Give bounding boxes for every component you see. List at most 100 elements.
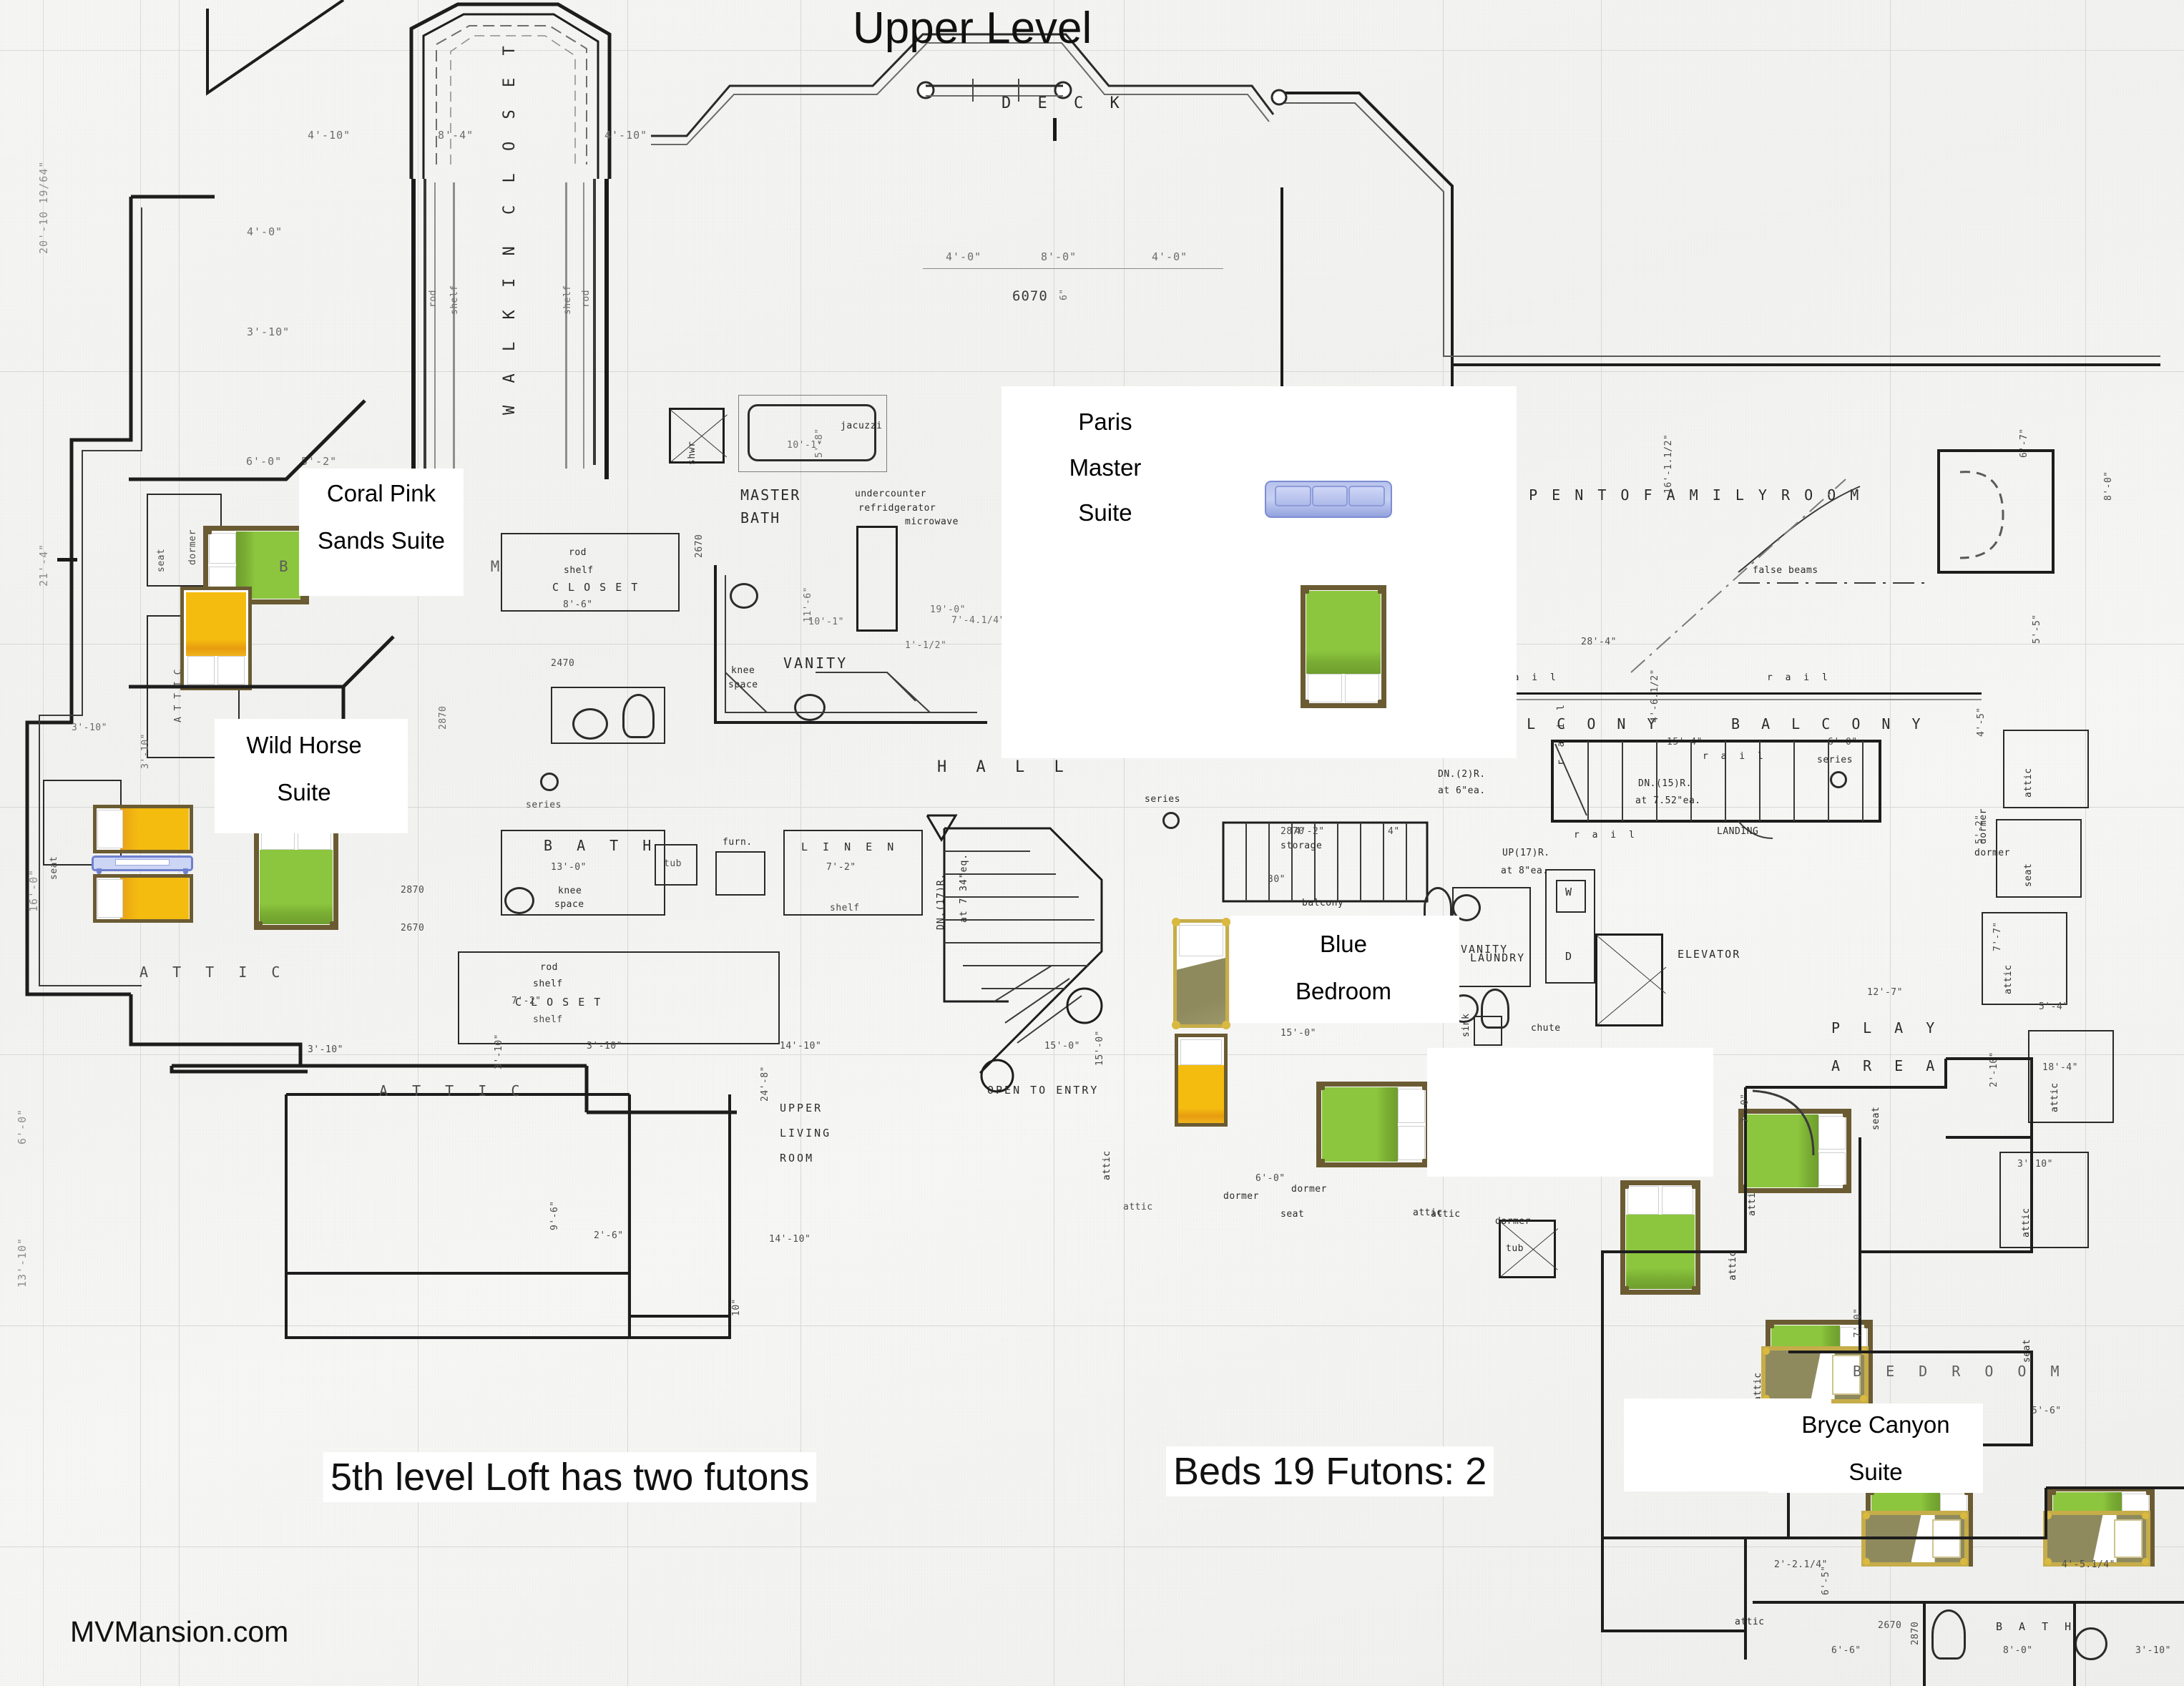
furnace-unit [715, 851, 765, 896]
dimension-text: 19'-0" [930, 604, 966, 615]
closet-rod-line [434, 182, 436, 469]
attic-box [1982, 912, 2067, 1005]
balcony-stair-down [1551, 740, 1881, 839]
dimension-text: 2'-2.1/4" [1774, 1559, 1828, 1570]
bed-twin-gold [1175, 1034, 1228, 1127]
dimension-text: 4'-0" [1152, 250, 1188, 263]
label-series: series [526, 800, 562, 810]
door-tag: 7'-0" [1740, 1093, 1750, 1123]
label-series: series [1817, 755, 1853, 765]
sheet-guide-line [800, 0, 801, 1686]
callout-line2: Suite [1848, 1458, 1903, 1485]
dimension-text: 16'-1.1/2" [1663, 433, 1674, 494]
toilet-fixture [1931, 1609, 1966, 1660]
callout-line1: Blue [1319, 931, 1368, 957]
dimension-text: 4'-10" [308, 129, 351, 142]
dimension-text: 30" [1268, 874, 1286, 885]
callout-paris-master-suite: Paris Master Suite [1016, 401, 1195, 534]
annotation-mask [1427, 1048, 1713, 1177]
dimension-line [923, 268, 1223, 269]
label-furn: furn. [723, 837, 753, 848]
dimension-text: 7'-7" [1992, 921, 2003, 951]
sink-fixture [572, 708, 608, 740]
callout-line2: Master [1069, 454, 1142, 481]
note-bed-counts: Beds 19 Futons: 2 [1166, 1446, 1494, 1496]
dimension-text: 4'-6.1/2" [1650, 669, 1660, 722]
label-space: space [554, 899, 584, 910]
callout-line1: Coral Pink [326, 480, 436, 506]
label-dormer: dormer [1974, 848, 2010, 858]
dimension-text: 4'-2" [1295, 826, 1325, 837]
jacuzzi-surround [738, 395, 887, 472]
watermark-site: MVMansion.com [70, 1615, 289, 1648]
label-rail: r a i l [1767, 672, 1831, 683]
dimension-text: 7'-2" [511, 996, 542, 1006]
closet-shelf-line [453, 182, 455, 469]
label-shwr: shwr [687, 441, 697, 465]
elevator-shaft [1595, 933, 1663, 1026]
label-shelf: shelf [830, 903, 860, 913]
dimension-text: 14'-10" [780, 1041, 822, 1052]
callout-line1: Paris [1078, 408, 1132, 435]
dimension-text: 3'-10" [2017, 1159, 2053, 1170]
sheet-guide-line [0, 50, 2184, 51]
door-tag-6070: 6070 [1012, 288, 1048, 304]
walk-in-closet-outline [409, 2, 612, 179]
dimension-text: 8'-4" [438, 129, 474, 142]
callout-wild-horse-suite: Wild Horse Suite [215, 724, 393, 814]
dimension-text: 18'-4" [2042, 1062, 2078, 1073]
door-tag: 7'-0" [1853, 1308, 1864, 1338]
stair-note-risers: at 8"ea. [1501, 866, 1549, 876]
dimension-text: 6'-0" [1255, 1173, 1286, 1184]
dimension-text: 28'-4" [1581, 637, 1617, 647]
label-seat: seat [49, 856, 59, 880]
label-rod: rod [569, 547, 587, 558]
stair-note-dn-2: DN.(2)R. [1438, 769, 1486, 780]
label-upper-living: LIVING [780, 1127, 832, 1139]
label-tub: tub [664, 858, 682, 869]
wall-segment [604, 179, 609, 479]
dimension-text: 5'-5" [2032, 614, 2042, 644]
label-false-beams: false beams [1753, 565, 1818, 576]
dimension-text: 5'-4" [2039, 1001, 2069, 1012]
attic-box [2003, 730, 2089, 808]
stair-note-risers: at 7.52"ea. [1635, 795, 1701, 806]
dimension-text: 4'-5.1/4" [2062, 1559, 2115, 1570]
dimension-text: 2'-6" [594, 1230, 624, 1241]
label-rod: rod [540, 962, 558, 973]
dimension-text: 14'-10" [769, 1234, 811, 1245]
balcony-rail [1431, 699, 1982, 700]
dormer-tub [1499, 1220, 1556, 1278]
wall-segment [411, 179, 416, 479]
closet-shelf-box [501, 533, 680, 612]
dimension-text: 3'-10" [308, 1044, 343, 1055]
sofa-blue [1265, 481, 1392, 518]
label-bedroom-right: B E D R O O M [1853, 1363, 2067, 1380]
label-linen: L I N E N [801, 840, 898, 853]
label-vanity-right: VANITY [1461, 943, 1509, 956]
label-vanity: VANITY [783, 655, 848, 672]
label-attic: attic [1728, 1250, 1738, 1280]
dimension-text: 4'-5" [1976, 707, 1987, 737]
callout-line1: Wild Horse [246, 732, 362, 758]
label-deck: D E C K [1002, 94, 1128, 112]
sink-fixture [504, 887, 534, 914]
label-dormer-tub: tub [1506, 1243, 1524, 1254]
dimension-text: 10'-1" [787, 440, 823, 451]
label-open-to-family-room: O P E N T O F A M I L Y R O O M [1506, 486, 1862, 504]
label-series: series [1145, 794, 1180, 805]
label-shelf: shelf [533, 1014, 563, 1025]
dimension-text: 1'-1/2" [905, 640, 947, 651]
false-beams-leader [1630, 449, 2055, 673]
dimension-text: 7'-4.1/4" [951, 615, 1005, 626]
tub-fixture [655, 844, 697, 886]
dimension-text: 3'-10" [72, 722, 107, 733]
label-closet: C L O S E T [552, 581, 640, 594]
sheet-guide-line [1601, 0, 1602, 1686]
dimension-text: 10'-1" [808, 617, 844, 627]
label-refridgerator: refridgerator [858, 503, 936, 514]
door-tag: 2670 [1878, 1620, 1902, 1631]
dimension-text: 3'-10" [587, 1041, 622, 1052]
label-laundry: LAUNDRY [1470, 951, 1526, 964]
dimension-text: 15'-0" [1044, 1041, 1080, 1052]
